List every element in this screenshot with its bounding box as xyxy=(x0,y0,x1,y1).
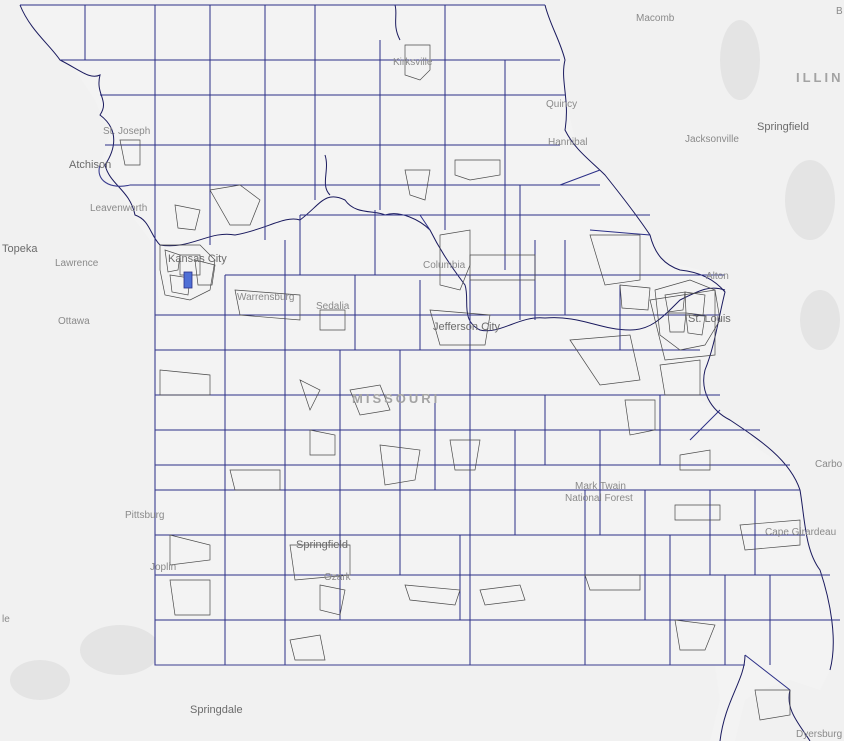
label-jacksonville: Jacksonville xyxy=(685,134,739,145)
label-columbia: Columbia xyxy=(423,260,466,271)
kansas-city-districts xyxy=(119,139,216,301)
state-border xyxy=(98,164,745,666)
label-quincy: Quincy xyxy=(546,99,577,110)
rivers-and-state-edges xyxy=(19,4,834,741)
label-alton: Alton xyxy=(706,271,729,282)
label-fayetteville: le xyxy=(2,614,10,625)
label-lawrence: Lawrence xyxy=(55,258,99,269)
label-joplin: Joplin xyxy=(150,562,176,573)
label-springdale: Springdale xyxy=(190,704,243,716)
label-springfield-mo: Springfield xyxy=(296,539,348,551)
label-hannibal: Hannibal xyxy=(548,137,587,148)
label-ottawa: Ottawa xyxy=(58,316,90,327)
label-missouri: MISSOURI xyxy=(352,391,440,406)
label-jefferson-city: Jefferson City xyxy=(433,321,501,333)
label-mark-twain: Mark Twain xyxy=(575,481,626,492)
label-st-louis: St. Louis xyxy=(688,313,731,325)
label-ozark: Ozark xyxy=(324,572,352,583)
label-springfield-il: Springfield xyxy=(757,121,809,133)
map-labels: Macomb ILLIN B Kirksville Quincy Hanniba… xyxy=(2,6,844,740)
label-topeka: Topeka xyxy=(2,243,38,255)
label-atchison: Atchison xyxy=(69,159,111,171)
label-kansas-city: Kansas City xyxy=(168,253,227,265)
label-leavenworth: Leavenworth xyxy=(90,203,147,214)
label-national-forest: National Forest xyxy=(565,493,633,504)
label-cape-girardeau: Cape Girardeau xyxy=(765,527,836,538)
label-b-edge: B xyxy=(836,6,843,17)
label-st-joseph: St. Joseph xyxy=(103,126,150,137)
county-boundaries xyxy=(20,4,840,691)
district-boundaries xyxy=(159,44,801,721)
st-louis-districts xyxy=(619,279,721,351)
label-illinois: ILLIN xyxy=(796,70,844,85)
label-pittsburg: Pittsburg xyxy=(125,510,164,521)
highlighted-district[interactable] xyxy=(183,271,193,289)
label-sedalia: Sedalia xyxy=(316,301,350,312)
label-kirksville: Kirksville xyxy=(393,57,433,68)
label-warrensburg: Warrensburg xyxy=(237,292,294,303)
label-carbondale: Carbo xyxy=(815,459,843,470)
label-dyersburg: Dyersburg xyxy=(796,729,842,740)
label-macomb: Macomb xyxy=(636,13,675,24)
